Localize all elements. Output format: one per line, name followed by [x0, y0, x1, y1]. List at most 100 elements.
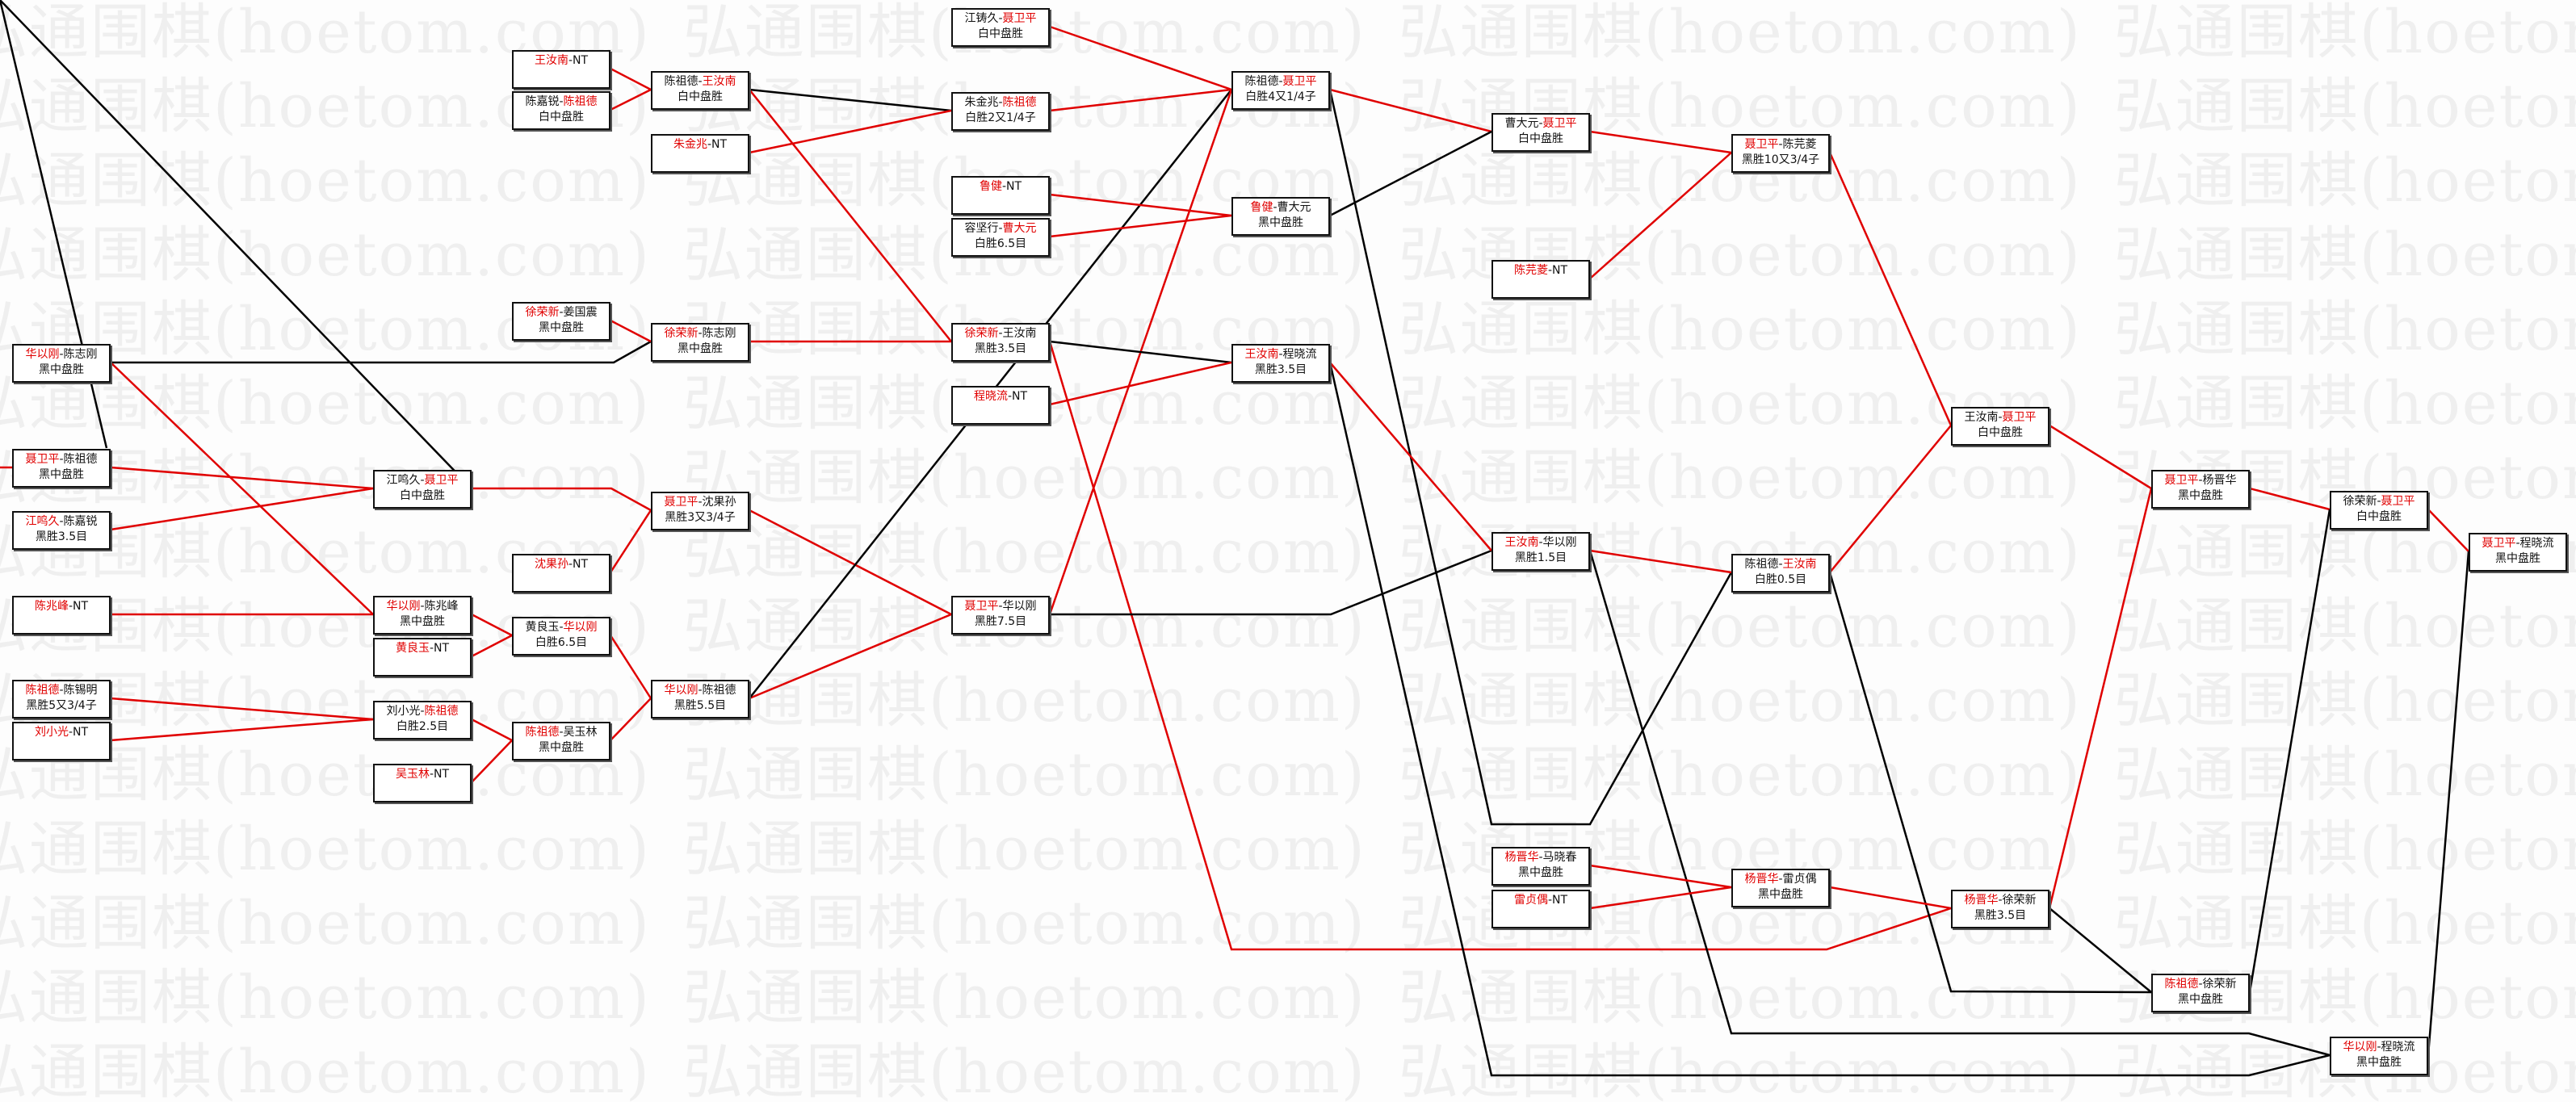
separator: -: [998, 12, 1003, 25]
match-players: 聂卫平-陈祖德: [14, 452, 109, 467]
match-players: 陈祖德-王汝南: [652, 74, 748, 90]
player-black: 华以刚: [386, 600, 421, 613]
match-players: 华以刚-陈祖德: [652, 683, 748, 698]
match-box: 杨晋华-马晓春黑中盘胜: [1491, 847, 1590, 886]
separator: -: [59, 684, 64, 697]
player-black: 陈嘉锐: [525, 95, 560, 108]
match-result: 黑中盘胜: [1758, 888, 1803, 901]
separator: -: [2198, 978, 2203, 991]
loser-advance-line: [2049, 907, 2152, 993]
winner-advance-line: [1049, 214, 1232, 238]
match-players: 刘小光-NT: [14, 725, 109, 740]
winner-advance-line: [1049, 193, 1232, 217]
match-box: 曹大元-聂卫平白中盘胜: [1491, 113, 1590, 152]
match-result: 白胜2.5目: [396, 720, 449, 733]
match-box: 徐荣新-姜国震黑中盘胜: [512, 302, 610, 341]
winner-advance-line: [610, 67, 652, 91]
separator: -: [68, 600, 73, 613]
player-white: 聂卫平: [1002, 12, 1037, 25]
loser-advance-line: [0, 0, 471, 488]
match-result: 黑胜5又3/4子: [26, 699, 97, 712]
match-players: 沈果孙-NT: [514, 557, 609, 572]
match-players: 华以刚-程晓流: [2331, 1040, 2427, 1055]
winner-advance-line: [749, 89, 952, 342]
match-players: 陈芫菱-NT: [1493, 263, 1588, 279]
player-white: 程晓流: [2519, 537, 2554, 550]
match-result: 黑中盘胜: [2178, 993, 2223, 1006]
player-white: NT: [434, 642, 450, 655]
match-box: 朱金兆-陈祖德白胜2又1/4子: [951, 92, 1050, 131]
player-white: 华以刚: [563, 621, 598, 634]
separator: -: [559, 621, 564, 634]
player-black: 朱金兆: [673, 138, 707, 151]
match-players: 徐荣新-陈志刚: [652, 326, 748, 341]
separator: -: [998, 96, 1003, 109]
match-result: 白胜2又1/4子: [965, 111, 1036, 124]
winner-advance-line: [1589, 152, 1732, 279]
match-box: 陈芫菱-NT: [1491, 260, 1590, 299]
match-box: 华以刚-陈祖德黑胜5.5目: [651, 680, 749, 719]
match-box: 刘小光-NT: [12, 722, 111, 761]
separator: -: [1998, 411, 2003, 424]
match-box: 陈祖德-徐荣新黑中盘胜: [2151, 974, 2250, 1012]
loser-advance-line: [2248, 509, 2331, 993]
player-white: 曹大元: [1277, 201, 1311, 214]
separator: -: [2377, 1041, 2381, 1054]
match-box: 聂卫平-程晓流黑中盘胜: [2469, 533, 2567, 572]
separator: -: [429, 768, 434, 781]
separator: -: [59, 348, 64, 361]
match-players: 王汝南-聂卫平: [1953, 410, 2048, 425]
winner-advance-line: [1049, 25, 1232, 91]
match-result: 黑胜3.5目: [35, 530, 88, 543]
match-players: 徐荣新-王汝南: [953, 326, 1048, 341]
match-players: 程晓流-NT: [953, 389, 1048, 404]
separator: -: [1538, 117, 1543, 130]
separator: -: [998, 600, 1003, 613]
match-box: 陈祖德-陈锡明黑胜5又3/4子: [12, 680, 111, 719]
match-result: 白胜4又1/4子: [1245, 90, 1316, 103]
match-result: 黑中盘胜: [39, 363, 84, 376]
player-white: 陈祖德: [63, 453, 98, 466]
match-result: 白中盘胜: [678, 90, 723, 103]
player-black: 刘小光: [386, 705, 421, 718]
match-box: 陈祖德-聂卫平白胜4又1/4子: [1231, 71, 1330, 110]
separator: -: [698, 496, 703, 509]
player-white: NT: [573, 558, 589, 571]
match-result: 黑中盘胜: [2495, 552, 2540, 565]
match-players: 华以刚-陈志刚: [14, 347, 109, 362]
player-black: 刘小光: [34, 726, 69, 739]
match-players: 容坚行-曹大元: [953, 221, 1048, 237]
separator: -: [420, 600, 425, 613]
winner-advance-line: [2427, 509, 2469, 552]
player-white: NT: [73, 600, 89, 613]
separator: -: [1273, 201, 1278, 214]
player-white: 雷贞偶: [1782, 873, 1817, 886]
player-white: NT: [1006, 180, 1022, 193]
match-box: 沈果孙-NT: [512, 554, 610, 593]
match-box: 陈祖德-王汝南白中盘胜: [651, 71, 749, 110]
match-players: 陈祖德-陈锡明: [14, 683, 109, 698]
player-black: 程晓流: [973, 390, 1008, 403]
match-players: 雷贞偶-NT: [1493, 893, 1588, 908]
player-white: 陈祖德: [563, 95, 598, 108]
match-box: 鲁健-曹大元黑中盘胜: [1231, 197, 1330, 236]
player-black: 江铸久: [964, 12, 999, 25]
player-white: 程晓流: [1282, 348, 1317, 361]
separator: -: [429, 642, 434, 655]
match-box: 聂卫平-陈芫菱黑胜10又3/4子: [1731, 134, 1830, 173]
winner-advance-line: [609, 509, 652, 573]
match-box: 聂卫平-杨晋华黑中盘胜: [2151, 470, 2250, 509]
loser-advance-line: [749, 88, 952, 112]
match-box: 陈祖德-王汝南白胜0.5目: [1731, 554, 1830, 593]
player-white: 聂卫平: [2002, 411, 2037, 424]
winner-advance-line: [110, 466, 374, 490]
match-players: 华以刚-陈兆峰: [375, 599, 470, 614]
player-black: 朱金兆: [964, 96, 999, 109]
match-result: 黑中盘胜: [539, 321, 584, 334]
separator: -: [1007, 390, 1013, 403]
player-black: 聂卫平: [1744, 138, 1779, 151]
match-result: 白胜6.5目: [535, 636, 588, 649]
player-black: 聂卫平: [664, 496, 699, 509]
winner-advance-line: [471, 613, 513, 637]
player-black: 江鸣久: [386, 474, 421, 487]
